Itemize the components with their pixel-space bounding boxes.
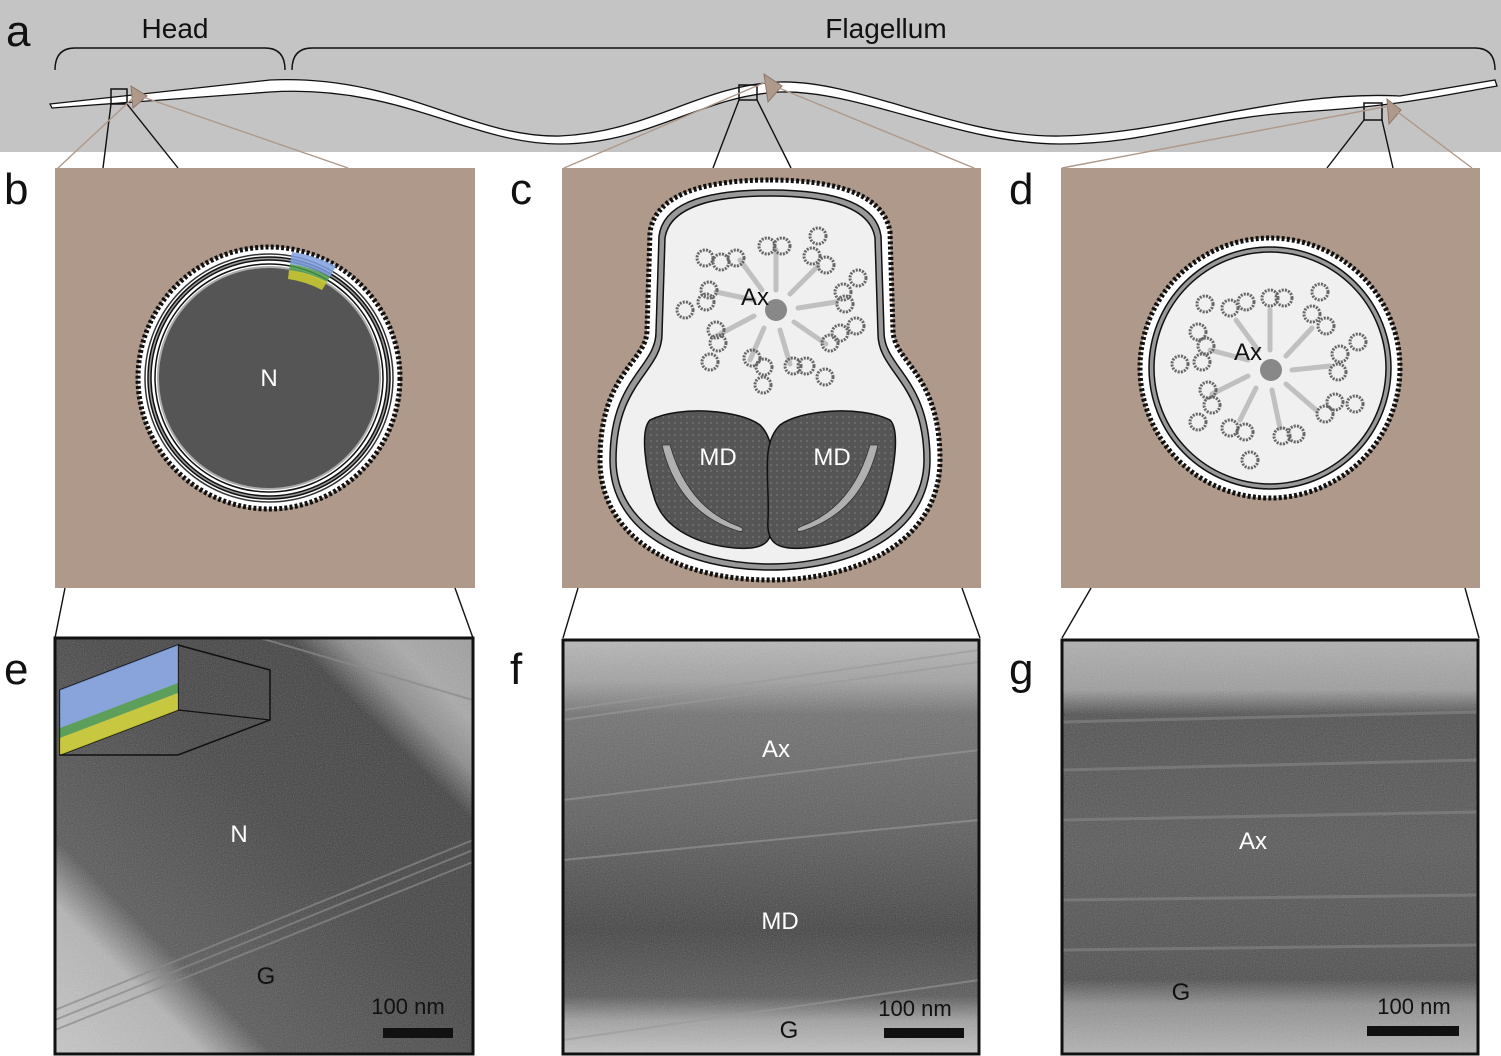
zoom-box-principal <box>1363 102 1383 121</box>
panel-e-letter: e <box>4 645 28 694</box>
marker-head <box>130 85 148 110</box>
zoom-box-midpiece <box>738 84 758 101</box>
radial-spokes-c <box>713 247 839 367</box>
sperm-cell <box>49 78 1498 145</box>
scalebar-text-f: 100 nm <box>878 996 951 1021</box>
md-crystal-right <box>796 444 879 532</box>
panel-b-letter: b <box>4 165 28 214</box>
panel-g-letter: g <box>1009 645 1033 694</box>
scalebar-text-e: 100 nm <box>371 994 444 1019</box>
panel-e: e N G 100 nm <box>4 636 475 1056</box>
md-crystal-left <box>661 444 744 532</box>
inset-e-edge <box>177 709 271 721</box>
scalebar-f <box>884 1028 964 1038</box>
micrograph-f-grain <box>563 640 979 1054</box>
membrane-stripes-g <box>1061 710 1479 952</box>
panel-f: f Ax MD G 100 nm <box>510 638 981 1056</box>
panel-c: c <box>510 165 981 588</box>
membrane-stripes-e <box>54 637 474 1031</box>
axoneme-label-g: Ax <box>1239 828 1267 855</box>
micrograph-g-grain <box>1062 640 1478 1054</box>
highlight-blue-b <box>290 252 336 277</box>
axoneme-label-c: Ax <box>741 284 769 311</box>
highlight-yellow-b <box>288 270 327 290</box>
glycocalyx-label-e: G <box>257 963 276 990</box>
membrane-stripes-f <box>562 649 980 1041</box>
scalebar-g <box>1367 1026 1459 1036</box>
micrograph-f-frame <box>561 638 981 1056</box>
central-pair-d <box>1260 359 1282 381</box>
nucleus-label-b: N <box>260 365 277 392</box>
flagellum-label: Flagellum <box>825 13 946 44</box>
highlight-green-b <box>289 264 330 282</box>
micrograph-g-frame <box>1060 638 1480 1056</box>
inset-e-yellow <box>60 693 178 755</box>
panel-c-letter: c <box>510 165 532 214</box>
glycocalyx-label-f: G <box>780 1017 799 1044</box>
inset-e-green <box>60 683 178 738</box>
head-label: Head <box>142 13 209 44</box>
panel-a-letter: a <box>6 7 31 56</box>
radial-spokes-d <box>1207 307 1333 431</box>
md-label-right-c: MD <box>813 444 850 471</box>
callout-lines <box>57 81 1473 169</box>
panel-g: g Ax G 100 nm <box>1009 638 1480 1056</box>
axoneme-label-d: Ax <box>1234 339 1262 366</box>
axoneme-c <box>675 226 868 395</box>
inset-e-blue <box>60 645 178 728</box>
panel-b: b N <box>4 165 475 588</box>
head-bracket <box>54 47 286 71</box>
panel-f-letter: f <box>510 645 523 694</box>
panel-d-letter: d <box>1009 165 1033 214</box>
flagellum-bracket <box>291 47 1496 71</box>
glycocalyx-label-g: G <box>1172 979 1191 1006</box>
md-label-left-c: MD <box>699 444 736 471</box>
panel-d: d <box>1009 165 1480 588</box>
axoneme-d <box>1170 282 1368 470</box>
central-pair-c <box>765 299 787 321</box>
inset-e <box>59 643 271 757</box>
overview-band <box>0 0 1501 152</box>
nucleus-label-e: N <box>230 821 247 848</box>
marker-midpiece <box>763 72 783 104</box>
zoom-box-head <box>110 88 128 105</box>
mitochondrial-derivative-left <box>643 410 774 550</box>
mitochondrial-derivative-right <box>766 410 897 550</box>
micrograph-e-frame <box>53 636 475 1056</box>
scalebar-text-g: 100 nm <box>1377 994 1450 1019</box>
axoneme-label-f: Ax <box>762 736 790 763</box>
scalebar-e <box>383 1028 453 1038</box>
md-label-f: MD <box>761 908 798 935</box>
callout-lines-lower <box>54 587 1480 639</box>
marker-principal <box>1386 97 1402 126</box>
panel-a: a Head Flagellum <box>0 0 1501 152</box>
nucleus-b <box>157 266 381 490</box>
